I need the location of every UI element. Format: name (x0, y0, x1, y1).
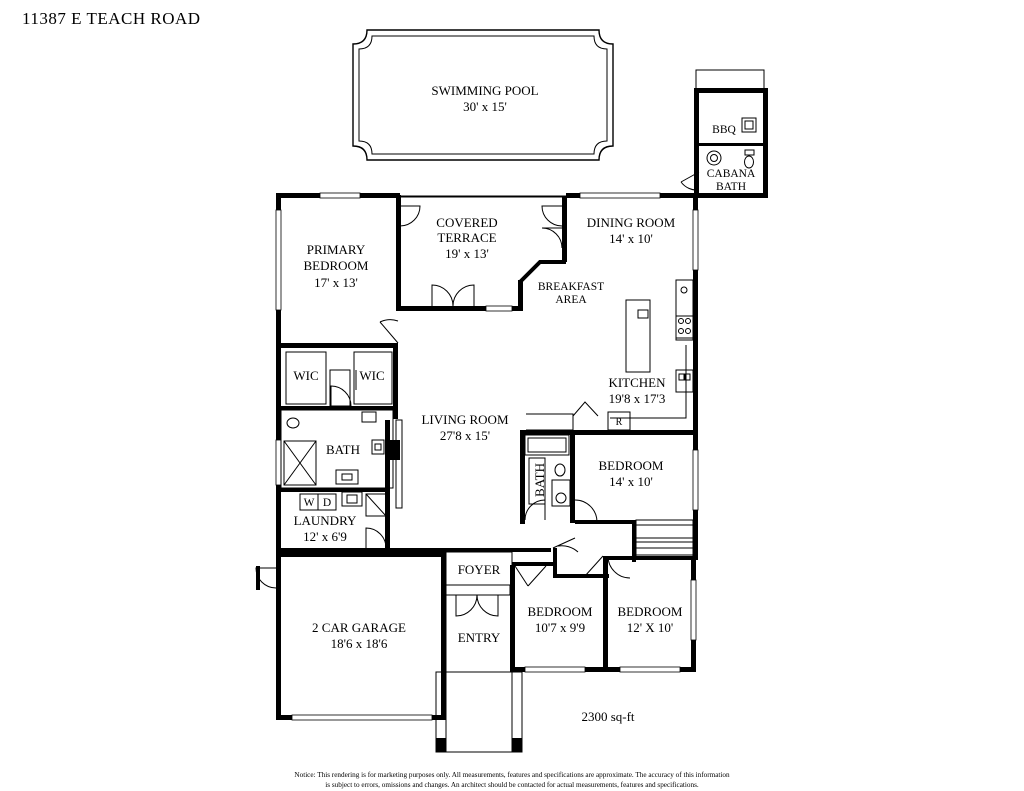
primary-bath-fixtures (276, 409, 400, 492)
primary-bedroom-size: 17' x 13' (314, 275, 358, 290)
cabana-bath-label-2: BATH (716, 181, 746, 193)
primary-bath-label: BATH (326, 442, 360, 457)
living-room-size: 27'8 x 15' (440, 428, 490, 443)
garage-size: 18'6 x 18'6 (331, 636, 388, 651)
covered-terrace-label-1: COVERED (436, 215, 497, 230)
wic-left-label: WIC (293, 368, 318, 383)
notice-line-1: Notice: This rendering is for marketing … (294, 771, 730, 779)
windows (275, 192, 699, 721)
terrace-walls (396, 195, 567, 312)
bedroom-se-label: BEDROOM (617, 604, 682, 619)
breakfast-area-label-1: BREAKFAST (538, 281, 604, 293)
bedroom-se-size: 12' X 10' (627, 620, 674, 635)
fridge-label: R (616, 417, 623, 428)
swimming-pool: SWIMMING POOL 30' x 15' (352, 29, 614, 161)
bbq-label: BBQ (712, 124, 736, 136)
area-label: 2300 sq-ft (581, 709, 634, 724)
washer-label: W (304, 497, 315, 509)
entry-label: ENTRY (458, 630, 501, 645)
bedroom-sw-size: 10'7 x 9'9 (535, 620, 585, 635)
covered-terrace-label-2: TERRACE (437, 230, 496, 245)
garage-label: 2 CAR GARAGE (312, 620, 406, 635)
primary-bedroom-label-2: BEDROOM (303, 258, 368, 273)
dining-room-size: 14' x 10' (609, 231, 653, 246)
laundry-fixtures (255, 490, 442, 590)
laundry-label: LAUNDRY (294, 513, 357, 528)
kitchen-size: 19'8 x 17'3 (609, 391, 666, 406)
notice-line-2: is subject to errors, omissions and chan… (325, 781, 699, 789)
primary-suite-walls (276, 319, 399, 419)
wic-right-label: WIC (359, 368, 384, 383)
covered-terrace-size: 19' x 13' (445, 246, 489, 261)
kitchen-label: KITCHEN (608, 375, 666, 390)
foyer-label: FOYER (458, 562, 501, 577)
bedroom-east-size: 14' x 10' (609, 474, 653, 489)
room-labels: COVERED TERRACE 19' x 13' DINING ROOM 14… (293, 215, 683, 724)
east-bedroom-walls (520, 430, 698, 579)
dryer-label: D (323, 497, 331, 509)
living-room-label: LIVING ROOM (421, 412, 508, 427)
cabana-structure: BBQ CABANA BATH (680, 69, 768, 198)
plan-title: 11387 E TEACH ROAD (22, 9, 201, 28)
interior-walls-center (395, 419, 554, 617)
primary-bedroom-label-1: PRIMARY (307, 242, 366, 257)
cabana-bath-label-1: CABANA (707, 168, 756, 180)
kitchen-fixtures: R (526, 279, 694, 431)
pool-size: 30' x 15' (463, 99, 507, 114)
bedroom-east-label: BEDROOM (598, 458, 663, 473)
breakfast-area-label-2: AREA (555, 294, 587, 306)
pool-name: SWIMMING POOL (431, 83, 538, 98)
dining-room-label: DINING ROOM (587, 215, 676, 230)
bedroom-sw-label: BEDROOM (527, 604, 592, 619)
hall-bath-label: BATH (532, 463, 547, 497)
laundry-size: 12' x 6'9 (303, 529, 347, 544)
